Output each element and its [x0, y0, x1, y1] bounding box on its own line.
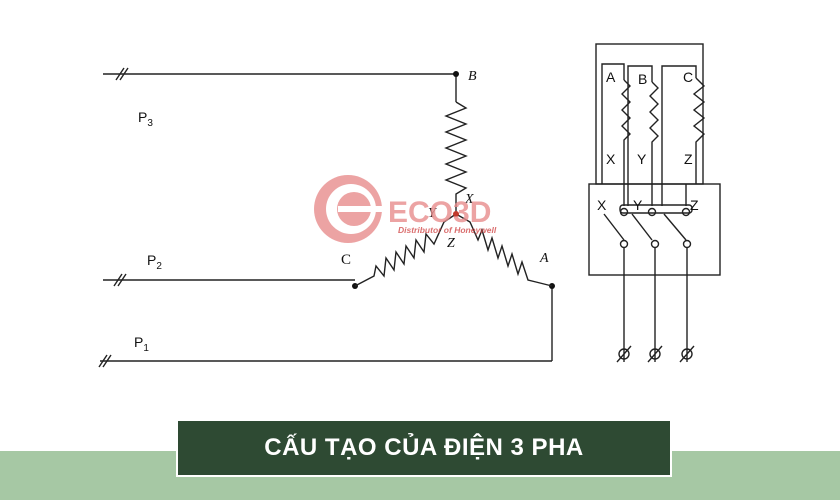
title-banner: CẤU TẠO CỦA ĐIỆN 3 PHA	[176, 419, 672, 477]
logo-bar	[338, 206, 392, 212]
coil-a	[455, 213, 553, 287]
star-connection-diagram: B C A X Y Z P3 P2 P1	[98, 67, 555, 368]
winding-label-y: Y	[637, 151, 647, 167]
supply-end-3	[681, 348, 693, 360]
terminal-bottom-1	[619, 239, 629, 249]
terminal-top-1	[619, 207, 629, 217]
supply-end-2	[649, 348, 661, 360]
watermark-tagline: Distributor of Honeywell	[398, 225, 497, 235]
label-a: A	[539, 251, 549, 266]
link-1	[603, 213, 625, 241]
winding-label-a: A	[606, 69, 616, 85]
supply-end-1	[618, 348, 630, 360]
link-2	[631, 213, 653, 241]
winding-a-coil	[621, 79, 631, 206]
terminal-box-diagram: A B C X Y Z X Y Z	[588, 43, 721, 363]
link-3	[663, 213, 687, 241]
coil-c	[354, 213, 457, 287]
terminal-mark-p3	[115, 67, 129, 81]
winding-c-coil	[692, 77, 706, 184]
page-title: CẤU TẠO CỦA ĐIỆN 3 PHA	[264, 434, 584, 461]
supply-marks	[616, 345, 695, 363]
label-p1: P1	[134, 334, 149, 354]
winding-label-b: B	[638, 71, 647, 87]
label-neutral-x: X	[464, 192, 474, 207]
watermark-logo: ECO3D Distributor of Honeywell	[314, 175, 497, 243]
terminal-bottom-3	[682, 239, 692, 249]
winding-label-z: Z	[684, 151, 693, 167]
winding-b-coil	[649, 81, 659, 206]
node-b	[453, 71, 459, 77]
winding-label-x: X	[606, 151, 616, 167]
terminal-mark-p1	[98, 354, 112, 368]
label-b: B	[468, 69, 477, 84]
label-p3: P3	[138, 109, 153, 129]
terminal-mark-p2	[113, 273, 127, 287]
box-label-y: Y	[633, 197, 643, 213]
terminal-top-3	[681, 207, 691, 217]
neutral-node	[453, 211, 459, 217]
box-label-x: X	[597, 197, 607, 213]
box-label-z: Z	[690, 197, 699, 213]
terminal-bottom-2	[650, 239, 660, 249]
winding-a-lead	[601, 63, 625, 184]
label-neutral-z: Z	[447, 236, 455, 251]
label-c: C	[341, 252, 351, 268]
winding-b-lead	[627, 65, 653, 206]
winding-c-lead	[661, 65, 697, 206]
coil-b	[444, 101, 468, 214]
watermark-name: ECO3D	[388, 196, 491, 229]
winding-label-c: C	[683, 69, 693, 85]
label-neutral-y: Y	[428, 206, 438, 221]
label-p2: P2	[147, 252, 162, 272]
terminal-top-2	[647, 207, 657, 217]
